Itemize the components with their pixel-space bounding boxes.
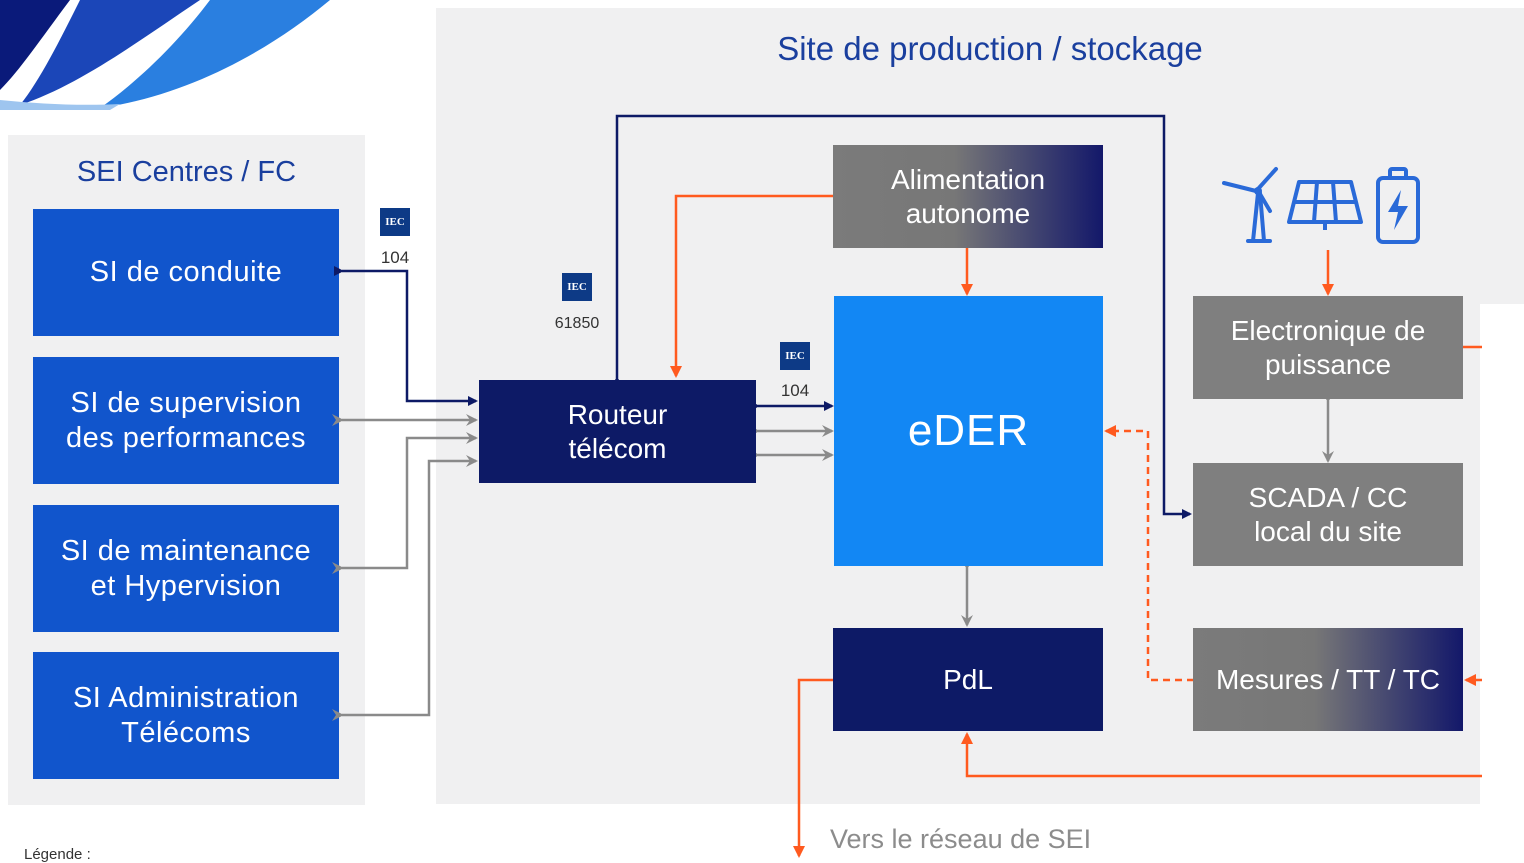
si-maintenance: SI de maintenance et Hypervision <box>33 505 339 632</box>
iec-logo-icon: IEC <box>380 208 410 236</box>
scada-cc-local: SCADA / CC local du site <box>1193 463 1463 566</box>
si-conduite: SI de conduite <box>33 209 339 336</box>
eder: eDER <box>834 296 1103 566</box>
si-administration: SI Administration Télécoms <box>33 652 339 779</box>
electronique-de-puissance: Electronique de puissance <box>1193 296 1463 399</box>
sei-title: SEI Centres / FC <box>76 156 297 188</box>
alimentation-autonome: Alimentation autonome <box>833 145 1103 248</box>
routeur-telecom: Routeur télécom <box>479 380 756 483</box>
iec-logo-icon: IEC <box>780 342 810 370</box>
pdl: PdL <box>833 628 1103 731</box>
wind-turbine-icon <box>1222 167 1278 243</box>
iec-standard-104-a: 104 <box>380 248 410 267</box>
mesures-tt-tc: Mesures / TT / TC <box>1193 628 1463 731</box>
solar-panel-icon <box>1287 180 1363 230</box>
logo-swoosh <box>0 0 330 110</box>
iec-logo-icon: IEC <box>562 273 592 301</box>
battery-icon <box>1376 167 1420 244</box>
legende-label: Légende : <box>24 846 91 863</box>
site-title: Site de production / stockage <box>777 30 1203 67</box>
iec-standard-61850: 61850 <box>554 315 600 332</box>
iec-standard-104-b: 104 <box>780 381 810 400</box>
vers-reseau-label: Vers le réseau de SEI <box>830 824 1092 854</box>
si-supervision: SI de supervision des performances <box>33 357 339 484</box>
